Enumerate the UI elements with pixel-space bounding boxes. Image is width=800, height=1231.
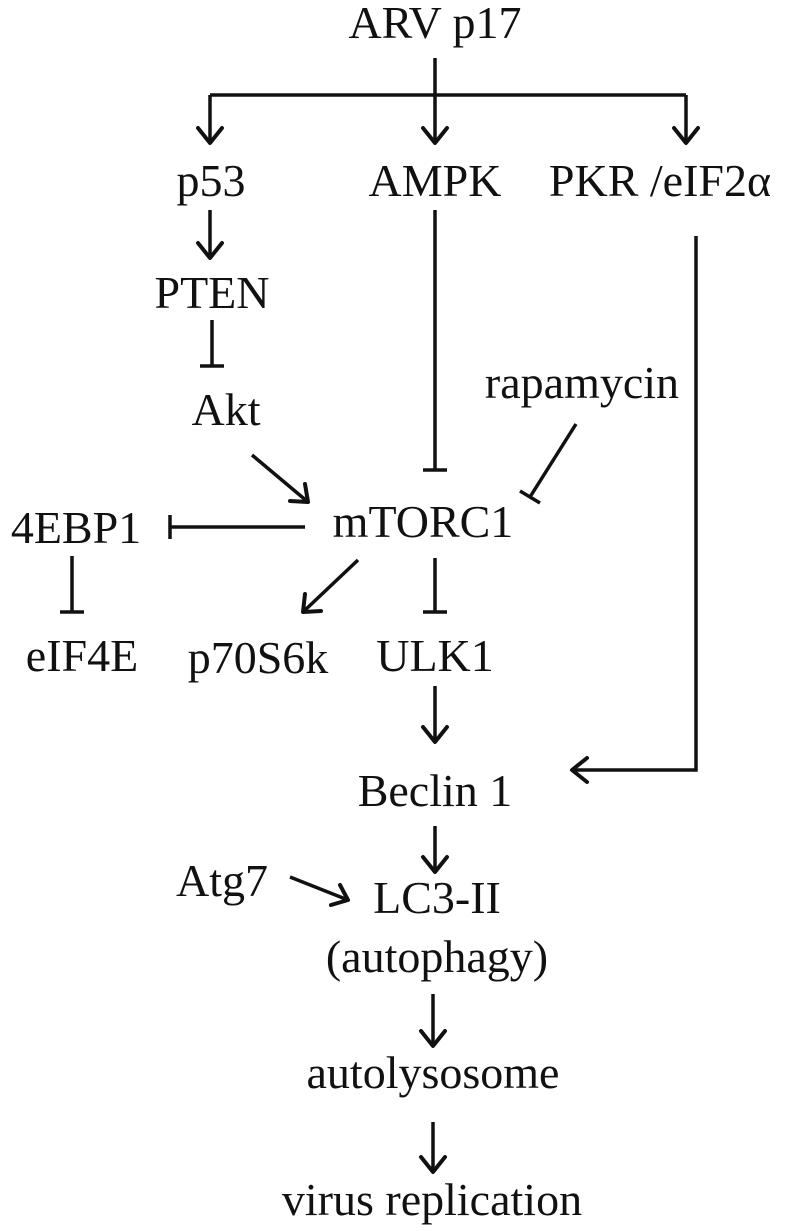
arrowhead-p53: [196, 126, 224, 145]
node-pten: PTEN: [155, 267, 270, 318]
node-autophagy: (autophagy): [326, 931, 548, 982]
node-autolysosome: autolysosome: [307, 1047, 560, 1098]
node-lc3-ii: LC3-II: [373, 872, 501, 923]
node-arv-p17: ARV p17: [348, 0, 521, 48]
edge-akt-mtorc1: [250, 453, 310, 504]
node-p53: p53: [177, 155, 246, 206]
node-eif4e: eIF4E: [26, 630, 138, 681]
edge-ulk1-beclin1: [421, 686, 449, 744]
edge-mtorc1-ulk1: [423, 558, 447, 614]
node-virus-replication: virus replication: [282, 1174, 582, 1225]
edge-beclin1-lc3: [421, 826, 449, 874]
arrowhead-pkr: [672, 126, 700, 145]
node-atg7: Atg7: [176, 855, 268, 906]
edge-pten-akt: [200, 320, 224, 368]
edge-atg7-lc3: [289, 875, 350, 907]
edge-p53-pten: [196, 210, 224, 260]
node-p70s6k: p70S6k: [188, 632, 329, 683]
arrowhead-ampk: [421, 126, 449, 145]
node-ampk: AMPK: [369, 155, 502, 206]
edge-mtorc1-4ebp1: [168, 515, 305, 539]
edge-arv-p17-branch: [196, 58, 700, 145]
edge-ampk-mtorc1: [423, 210, 447, 472]
node-mtorc1: mTORC1: [333, 496, 514, 547]
edge-autolysosome-virus: [419, 1122, 447, 1174]
node-4ebp1: 4EBP1: [11, 502, 141, 553]
edge-lc3-autolysosome: [419, 994, 447, 1048]
node-beclin1: Beclin 1: [358, 765, 513, 816]
node-ulk1: ULK1: [376, 630, 494, 681]
edge-mtorc1-p70s6k: [301, 558, 360, 614]
node-akt: Akt: [192, 384, 261, 435]
edge-pkr-beclin1: [570, 236, 698, 784]
edge-rapamycin-mtorc1: [519, 423, 578, 505]
node-pkr-eif2a: PKR /eIF2α: [549, 155, 771, 206]
edge-4ebp1-eif4e: [60, 556, 84, 614]
node-rapamycin: rapamycin: [485, 357, 679, 408]
